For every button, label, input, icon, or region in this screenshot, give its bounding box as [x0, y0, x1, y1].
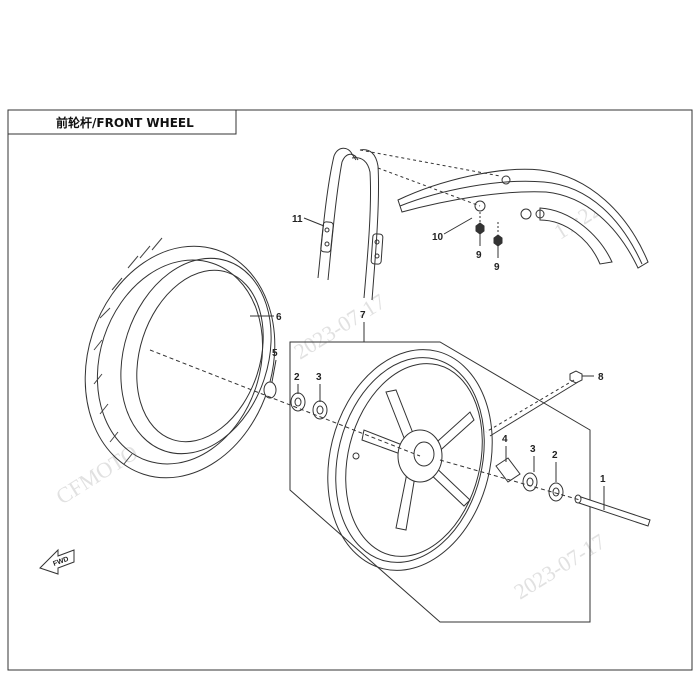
title-box — [7, 109, 237, 135]
callout-4: 4 — [502, 434, 508, 445]
callout-leaders — [250, 217, 605, 510]
fender-bracket — [317, 147, 384, 301]
callout-8: 8 — [598, 372, 604, 383]
watermark-date-2: 2023-07-17 — [509, 529, 609, 605]
callout-9-left: 9 — [476, 250, 482, 261]
wheel-assembly-outline — [289, 341, 591, 623]
callout-11: 11 — [292, 214, 303, 225]
right-hub-parts — [439, 457, 651, 527]
callout-7: 7 — [360, 310, 366, 321]
callout-5: 5 — [272, 348, 278, 359]
callout-1: 1 — [600, 474, 606, 485]
callout-9-right: 9 — [494, 262, 500, 273]
outer-frame — [7, 109, 693, 671]
callout-3-right: 3 — [530, 444, 536, 455]
front-wheel-rim — [327, 349, 493, 571]
fender-bolts — [475, 212, 503, 247]
page-title: 前轮杆/FRONT WHEEL — [56, 115, 194, 130]
callout-10: 10 — [432, 232, 444, 243]
callouts: 1 2 3 4 5 2 3 6 7 8 9 9 10 11 — [272, 214, 606, 485]
valve — [485, 370, 583, 437]
watermark-date: 2023-07-17 — [289, 289, 389, 365]
callout-6: 6 — [276, 312, 282, 323]
front-tire — [84, 237, 276, 479]
callout-3-left: 3 — [316, 372, 322, 383]
callout-2-left: 2 — [294, 372, 300, 383]
fwd-arrow-icon: FWD — [39, 548, 75, 575]
callout-2-right: 2 — [552, 450, 558, 461]
front-fender — [359, 149, 649, 269]
